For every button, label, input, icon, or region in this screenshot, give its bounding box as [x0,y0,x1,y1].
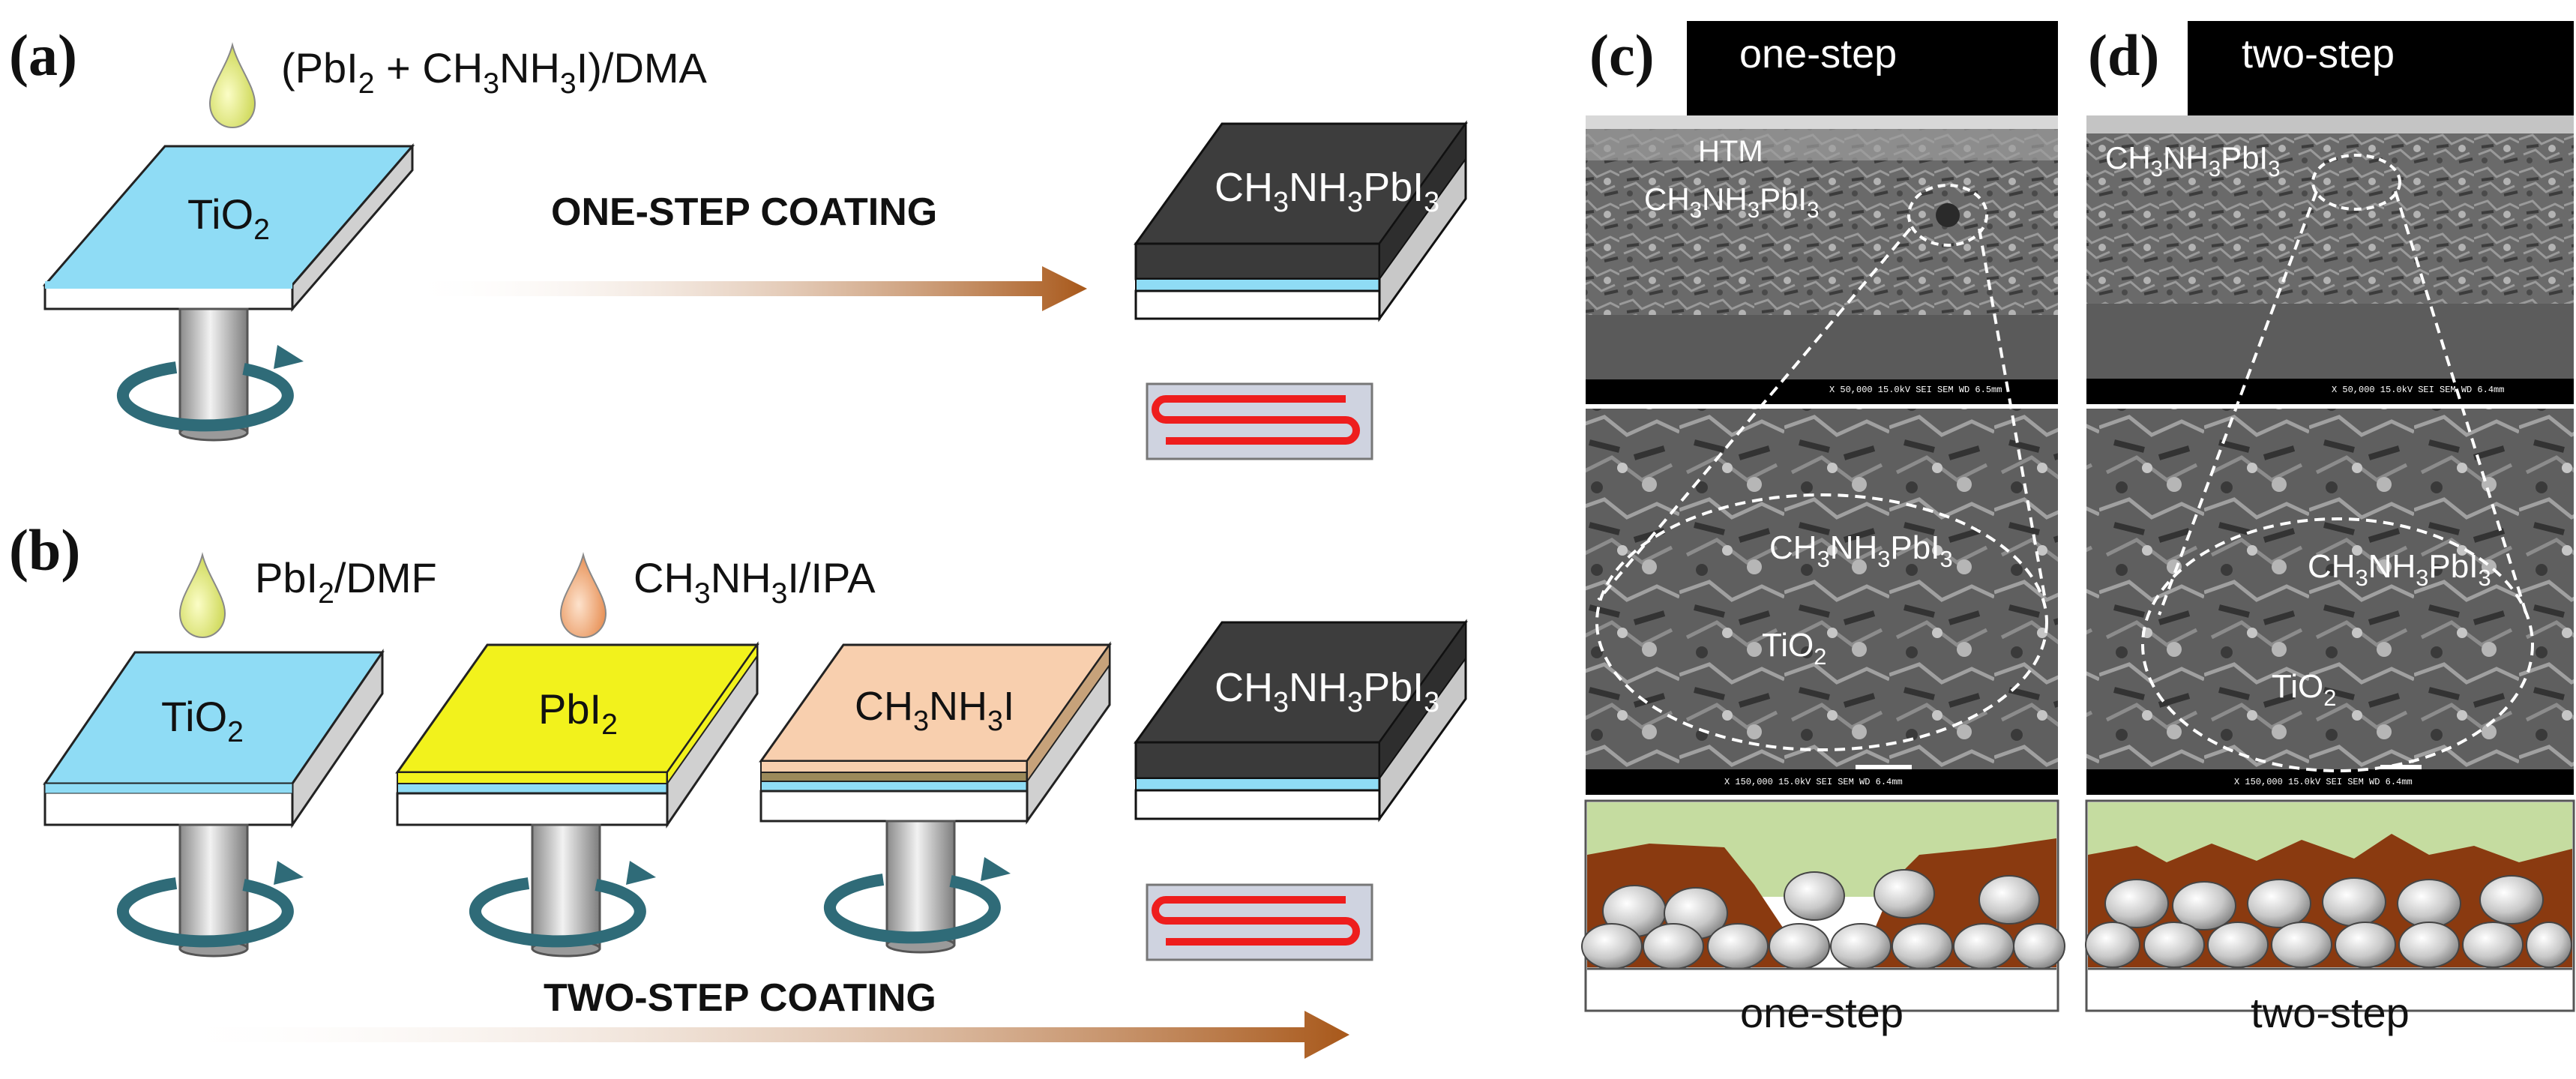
tio2-label-c-zoom: TiO2 [1762,627,1826,670]
panel-d-header [2188,21,2574,115]
perovskite-label-c-top: CH3NH3PbI3 [1644,181,1819,223]
panel-a-label: (a) [9,22,77,88]
sem-cross-section-d: X 50,000 15.0kV SEI SEM WD 6.4mm [2086,115,2574,404]
panel-b-solution-1: PbI2/DMF [255,554,437,610]
pbi2-substrate: PbI2 [395,641,759,829]
tio2-label-a: TiO2 [187,190,270,246]
panel-d-label: (d) [2088,22,2159,88]
panel-c-header-text: one-step [1739,31,1897,76]
htm-label: HTM [1698,135,1763,168]
spin-coater-icon [830,821,1011,952]
svg-text:X 150,000 15.0kV SEI SEM: X 150,000 15.0kV SEI SEM WD 6.4mm [2234,777,2413,787]
mai-substrate: CH3NH3I [759,641,1112,825]
panel-b-label: (b) [9,517,80,583]
sem-zoom-d: X 150,000 15.0kV SEI SEM WD 6.4mm [2086,409,2574,795]
spin-coater-icon [123,309,304,440]
two-step-arrow [165,1011,1349,1059]
perovskite-label-a: CH3NH3PbI3 [1215,165,1439,218]
panel-c-header [1687,21,2058,115]
zoom-line [2394,190,2528,616]
one-step-arrow [405,266,1087,311]
panel-d-header-text: two-step [2242,31,2395,76]
droplet-icon [179,554,226,638]
perovskite-label-d-top: CH3NH3PbI3 [2105,140,2280,181]
schematic-caption-c: one-step [1740,989,1904,1036]
perovskite-film-a: CH3NH3PbI3 [1134,120,1468,322]
svg-text:X 50,000 15.0kV SEI SEM: X 50,000 15.0kV SEI SEM WD 6.4mm [2332,385,2504,395]
mai-label: CH3NH3I [855,684,1014,737]
tio2-substrate-b: TiO2 [43,649,385,829]
perovskite-label-b: CH3NH3PbI3 [1215,665,1439,718]
panel-a-solution: (PbI2 + CH3NH3I)/DMA [281,44,708,100]
hotplate-icon [1146,382,1373,460]
hotplate-icon [1146,883,1373,961]
one-step-process-label: ONE-STEP COATING [551,190,937,234]
perovskite-label-d-zoom: CH3NH3PbI3 [2308,548,2491,591]
droplet-icon [209,44,256,128]
grain-schematic-one-step [1581,799,2065,1012]
zoom-line [1978,228,2047,601]
tio2-label-d-zoom: TiO2 [2272,668,2336,711]
tio2-substrate-a: TiO2 [42,142,415,313]
svg-text:X 150,000 15.0kV SEI SEM: X 150,000 15.0kV SEI SEM WD 6.4mm [1724,777,1903,787]
pbi2-label: PbI2 [538,685,618,741]
spin-coater-icon [475,825,656,956]
sem-cross-section-c: X 50,000 15.0kV SEI SEM WD 6.5mm [1586,115,2058,404]
zoom-line [1597,227,1912,601]
schematic-caption-d: two-step [2251,989,2410,1036]
svg-text:X 50,000 15.0kV SEI SEM: X 50,000 15.0kV SEI SEM WD 6.5mm [1829,385,2002,395]
sem-zoom-c: X 150,000 15.0kV SEI SEM WD 6.4mm [1586,409,2058,795]
droplet-icon [560,554,607,638]
zoom-line [2158,190,2318,616]
spin-coater-icon [123,825,304,956]
grain-schematic-two-step [2085,799,2575,1012]
panel-b-solution-2: CH3NH3I/IPA [634,554,876,610]
tio2-label-b: TiO2 [161,693,244,748]
perovskite-film-b: CH3NH3PbI3 [1134,619,1468,823]
two-step-process-label: TWO-STEP COATING [544,976,936,1020]
panel-c-label: (c) [1589,22,1655,88]
perovskite-label-c-zoom: CH3NH3PbI3 [1769,529,1953,572]
